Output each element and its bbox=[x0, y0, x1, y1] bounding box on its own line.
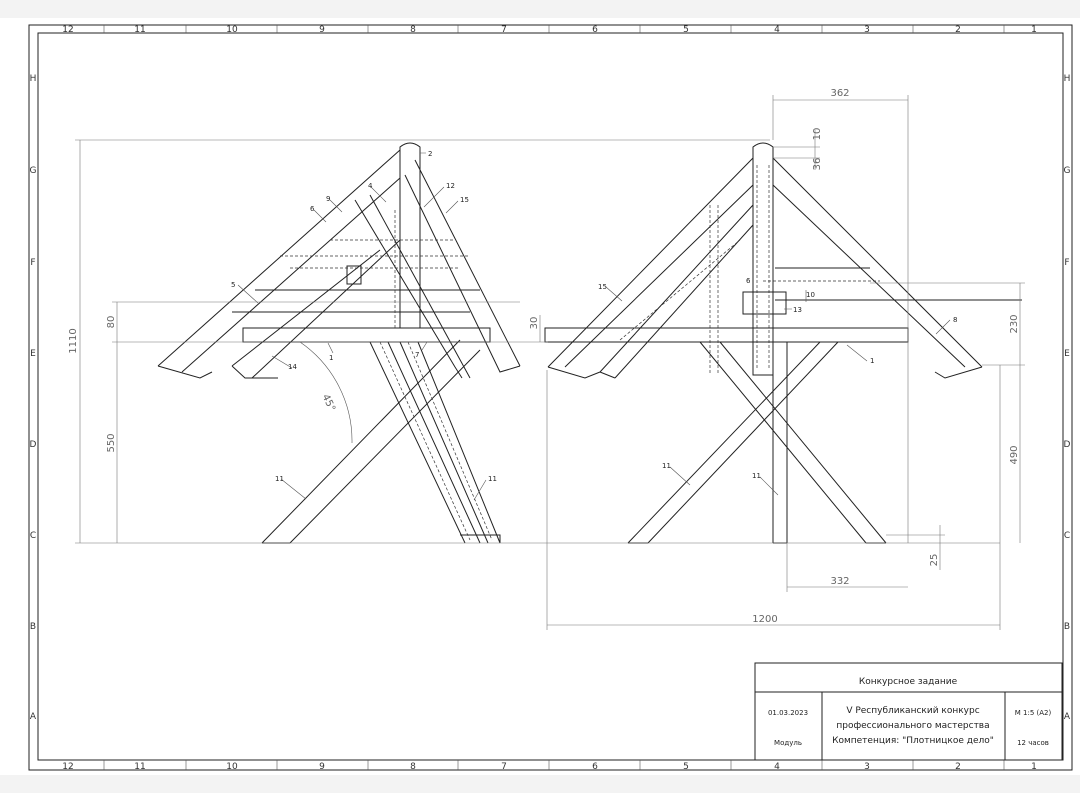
part-label: 1 bbox=[870, 357, 874, 365]
row-marker: E bbox=[1064, 349, 1070, 359]
part-label: 2 bbox=[428, 150, 432, 158]
dimension-230: 230 bbox=[1009, 314, 1020, 333]
row-marker: A bbox=[1064, 712, 1071, 722]
column-marker: 5 bbox=[683, 762, 689, 772]
part-label: 12 bbox=[446, 182, 455, 190]
row-marker: B bbox=[1064, 622, 1070, 632]
dimension-80: 80 bbox=[106, 316, 117, 329]
dimension-332: 332 bbox=[830, 576, 849, 587]
part-label: 11 bbox=[752, 472, 761, 480]
column-marker: 9 bbox=[319, 25, 325, 35]
part-label: 14 bbox=[288, 363, 297, 371]
column-marker: 6 bbox=[592, 25, 598, 35]
row-marker: D bbox=[30, 440, 37, 450]
column-marker: 8 bbox=[410, 762, 416, 772]
title-scale: М 1:5 (А2) bbox=[1015, 709, 1052, 717]
part-label: 8 bbox=[953, 316, 957, 324]
dimension-25: 25 bbox=[929, 554, 940, 567]
dimension-550: 550 bbox=[106, 433, 117, 452]
column-marker: 4 bbox=[774, 762, 780, 772]
column-marker: 12 bbox=[62, 25, 73, 35]
part-label: 11 bbox=[662, 462, 671, 470]
row-marker: D bbox=[1064, 440, 1071, 450]
dimension-1200: 1200 bbox=[752, 614, 777, 625]
column-marker: 5 bbox=[683, 25, 689, 35]
title-date: 01.03.2023 bbox=[768, 709, 808, 717]
dimension-362: 362 bbox=[830, 88, 849, 99]
column-marker: 2 bbox=[955, 762, 961, 772]
column-marker: 1 bbox=[1031, 25, 1037, 35]
part-label: 4 bbox=[368, 182, 373, 190]
row-markers: H G F E D C B A H G F E D C B A bbox=[30, 74, 1071, 722]
title-line-1: V Республиканский конкурс bbox=[846, 706, 979, 716]
row-marker: E bbox=[30, 349, 36, 359]
column-marker: 3 bbox=[864, 25, 870, 35]
title-module: Модуль bbox=[774, 739, 802, 747]
row-marker: G bbox=[30, 166, 37, 176]
column-marker: 10 bbox=[226, 762, 238, 772]
drawing-frame bbox=[28, 24, 1073, 771]
row-marker: B bbox=[30, 622, 36, 632]
column-markers: 12 11 10 9 8 7 6 5 4 3 2 1 12 11 10 9 8 … bbox=[62, 25, 1037, 772]
row-marker: C bbox=[30, 531, 36, 541]
column-marker: 12 bbox=[62, 762, 73, 772]
dimension-10: 10 bbox=[812, 128, 823, 141]
column-marker: 7 bbox=[501, 762, 507, 772]
part-labels-right: 15 6 10 13 8 1 11 11 bbox=[598, 277, 957, 496]
part-label: 1 bbox=[329, 354, 333, 362]
column-marker: 9 bbox=[319, 762, 325, 772]
part-label: 13 bbox=[793, 306, 802, 314]
part-label: 6 bbox=[746, 277, 751, 285]
part-labels-left: 2 4 9 6 12 15 5 1 7 14 11 11 bbox=[231, 150, 497, 501]
row-marker: A bbox=[30, 712, 37, 722]
column-marker: 6 bbox=[592, 762, 598, 772]
row-marker: H bbox=[1064, 74, 1071, 84]
column-marker: 1 bbox=[1031, 762, 1037, 772]
title-line-2: профессионального мастерства bbox=[836, 721, 989, 731]
title-block: Конкурсное задание 01.03.2023 Модуль V Р… bbox=[754, 662, 1063, 761]
row-marker: F bbox=[30, 258, 35, 268]
column-marker: 4 bbox=[774, 25, 780, 35]
dimension-490: 490 bbox=[1009, 445, 1020, 464]
row-marker: C bbox=[1064, 531, 1070, 541]
column-marker: 10 bbox=[226, 25, 238, 35]
column-marker: 11 bbox=[134, 25, 145, 35]
dimension-36: 36 bbox=[812, 158, 823, 171]
row-marker: H bbox=[30, 74, 37, 84]
column-marker: 11 bbox=[134, 762, 145, 772]
column-marker: 8 bbox=[410, 25, 416, 35]
part-label: 15 bbox=[598, 283, 607, 291]
part-label: 15 bbox=[460, 196, 469, 204]
dimension-30: 30 bbox=[529, 317, 540, 330]
side-view-left bbox=[157, 142, 521, 544]
part-label: 11 bbox=[275, 475, 284, 483]
column-marker: 2 bbox=[955, 25, 961, 35]
part-label: 10 bbox=[806, 291, 815, 299]
part-label: 7 bbox=[415, 351, 419, 359]
title-heading: Конкурсное задание bbox=[859, 677, 958, 687]
column-marker: 3 bbox=[864, 762, 870, 772]
row-marker: G bbox=[1064, 166, 1071, 176]
part-label: 5 bbox=[231, 281, 235, 289]
title-line-3: Компетенция: "Плотницкое дело" bbox=[832, 736, 994, 746]
row-marker: F bbox=[1064, 258, 1069, 268]
part-label: 9 bbox=[326, 195, 330, 203]
title-duration: 12 часов bbox=[1017, 739, 1049, 747]
part-label: 11 bbox=[488, 475, 497, 483]
part-label: 6 bbox=[310, 205, 315, 213]
column-marker: 7 bbox=[501, 25, 507, 35]
dimension-1110: 1110 bbox=[68, 328, 79, 353]
